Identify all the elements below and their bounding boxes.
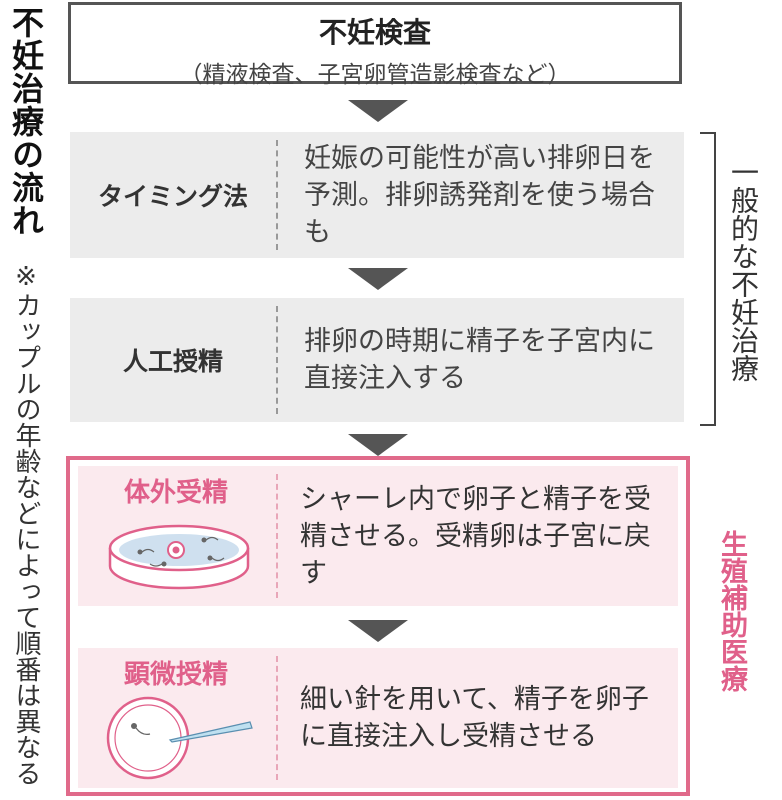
ivf-label: 体外受精 <box>123 478 228 508</box>
timing-method-row: タイミング法 妊娠の可能性が高い排卵日を予測。排卵誘発剤を使う場合も <box>70 132 684 258</box>
timing-method-label: タイミング法 <box>97 182 248 211</box>
row-divider <box>276 656 278 780</box>
arrow-down-icon <box>348 620 408 642</box>
row-divider <box>276 306 278 414</box>
icsi-label: 顕微授精 <box>123 660 228 690</box>
timing-method-desc: 妊娠の可能性が高い排卵日を予測。排卵誘発剤を使う場合も <box>304 142 655 248</box>
petri-dish-icon <box>108 524 250 590</box>
row-divider <box>276 474 278 598</box>
arrow-down-icon <box>348 268 408 290</box>
artificial-insemination-label: 人工授精 <box>122 347 223 376</box>
arrow-down-icon <box>348 100 408 122</box>
general-treatment-label: 一般的な不妊治療 <box>727 158 760 382</box>
icsi-desc: 細い針を用いて、精子を卵子に直接注入し受精させる <box>300 684 649 752</box>
fertility-test-title: 不妊検査 <box>318 16 431 49</box>
fertility-test-subtitle: （精液検査、子宮卵管造影検査など） <box>179 62 571 88</box>
artificial-insemination-desc: 排卵の時期に精子を子宮内に直接注入する <box>304 326 655 394</box>
row-divider <box>276 140 278 250</box>
ivf-row: 体外受精 シャーレ内で卵子と精子を受精させる。受精卵は子宮に戻す <box>78 466 678 606</box>
arrow-down-icon <box>348 434 408 456</box>
icsi-row: 顕微授精 細い針を用いて、精子を卵子に直接注入し受精させる <box>78 648 678 788</box>
diagram-title: 不妊治療の流れ <box>7 6 45 237</box>
art-label: 生殖補助医療 <box>716 530 747 692</box>
fertility-test-box: 不妊検査 （精液検査、子宮卵管造影検査など） <box>68 2 682 88</box>
artificial-insemination-row: 人工授精 排卵の時期に精子を子宮内に直接注入する <box>70 298 684 422</box>
order-note: ※カップルの年齢などによって順番は異なる <box>11 262 41 786</box>
microinjection-icon <box>106 696 253 780</box>
ivf-desc: シャーレ内で卵子と精子を受精させる。受精卵は子宮に戻す <box>300 483 651 589</box>
general-treatment-bracket <box>700 132 716 426</box>
